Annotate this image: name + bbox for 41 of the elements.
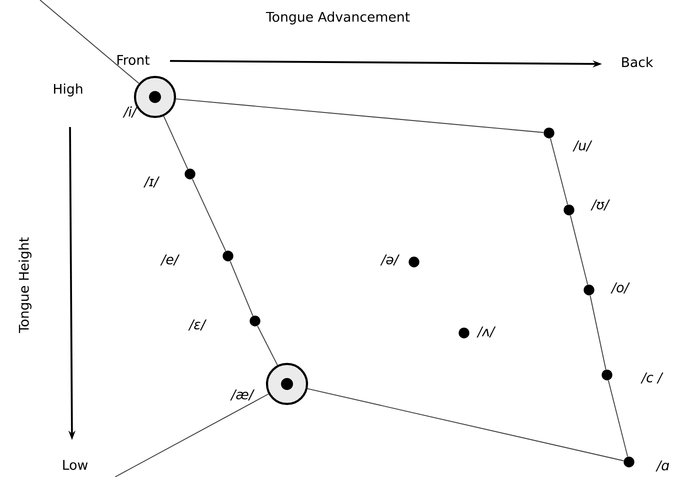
axis-label: High bbox=[54, 84, 82, 96]
vowel-label: /ʌ/ bbox=[476, 326, 496, 338]
vowel-point bbox=[544, 128, 554, 138]
vowel-point bbox=[222, 250, 234, 262]
line bbox=[40, 0, 140, 84]
line bbox=[176, 98, 544, 133]
vowel-label: /ʊ/ bbox=[590, 200, 610, 210]
line bbox=[608, 380, 628, 458]
vowel-label: /ɪ/ bbox=[143, 176, 160, 188]
ringed-vowel-point bbox=[266, 362, 308, 406]
vowel-point bbox=[564, 204, 574, 216]
vowel-point bbox=[624, 456, 634, 468]
line bbox=[550, 138, 568, 206]
vowel-point bbox=[408, 256, 420, 268]
vowel-label: /c / bbox=[640, 372, 664, 384]
axis-label: Low bbox=[63, 460, 88, 470]
vowel-label: /e/ bbox=[160, 254, 180, 266]
vowel-label: /æ/ bbox=[230, 390, 255, 400]
axis-label: Tongue Advancement bbox=[266, 12, 410, 24]
axis-label: Back bbox=[622, 56, 654, 68]
line bbox=[570, 214, 588, 286]
vowel-point bbox=[458, 328, 470, 338]
axis-label: Tongue Height bbox=[18, 237, 32, 333]
line bbox=[163, 116, 188, 170]
vowel-label: /ɛ/ bbox=[188, 320, 207, 330]
vowel-label: /ɑ bbox=[656, 460, 670, 472]
line bbox=[230, 260, 254, 316]
vowel-point bbox=[602, 370, 612, 380]
vowel-label: /ə/ bbox=[380, 254, 400, 266]
vowel-point bbox=[184, 168, 196, 180]
line bbox=[114, 394, 269, 477]
line bbox=[590, 295, 606, 370]
line bbox=[307, 388, 624, 462]
axis-label: Front bbox=[117, 55, 150, 65]
line bbox=[192, 178, 226, 252]
vowel-label: /i/ bbox=[122, 106, 138, 118]
line bbox=[257, 326, 278, 366]
vowel-point bbox=[250, 316, 260, 326]
vowel-label: /o/ bbox=[610, 282, 630, 294]
vowel-point bbox=[584, 284, 594, 296]
vowel-label: /u/ bbox=[572, 140, 592, 152]
